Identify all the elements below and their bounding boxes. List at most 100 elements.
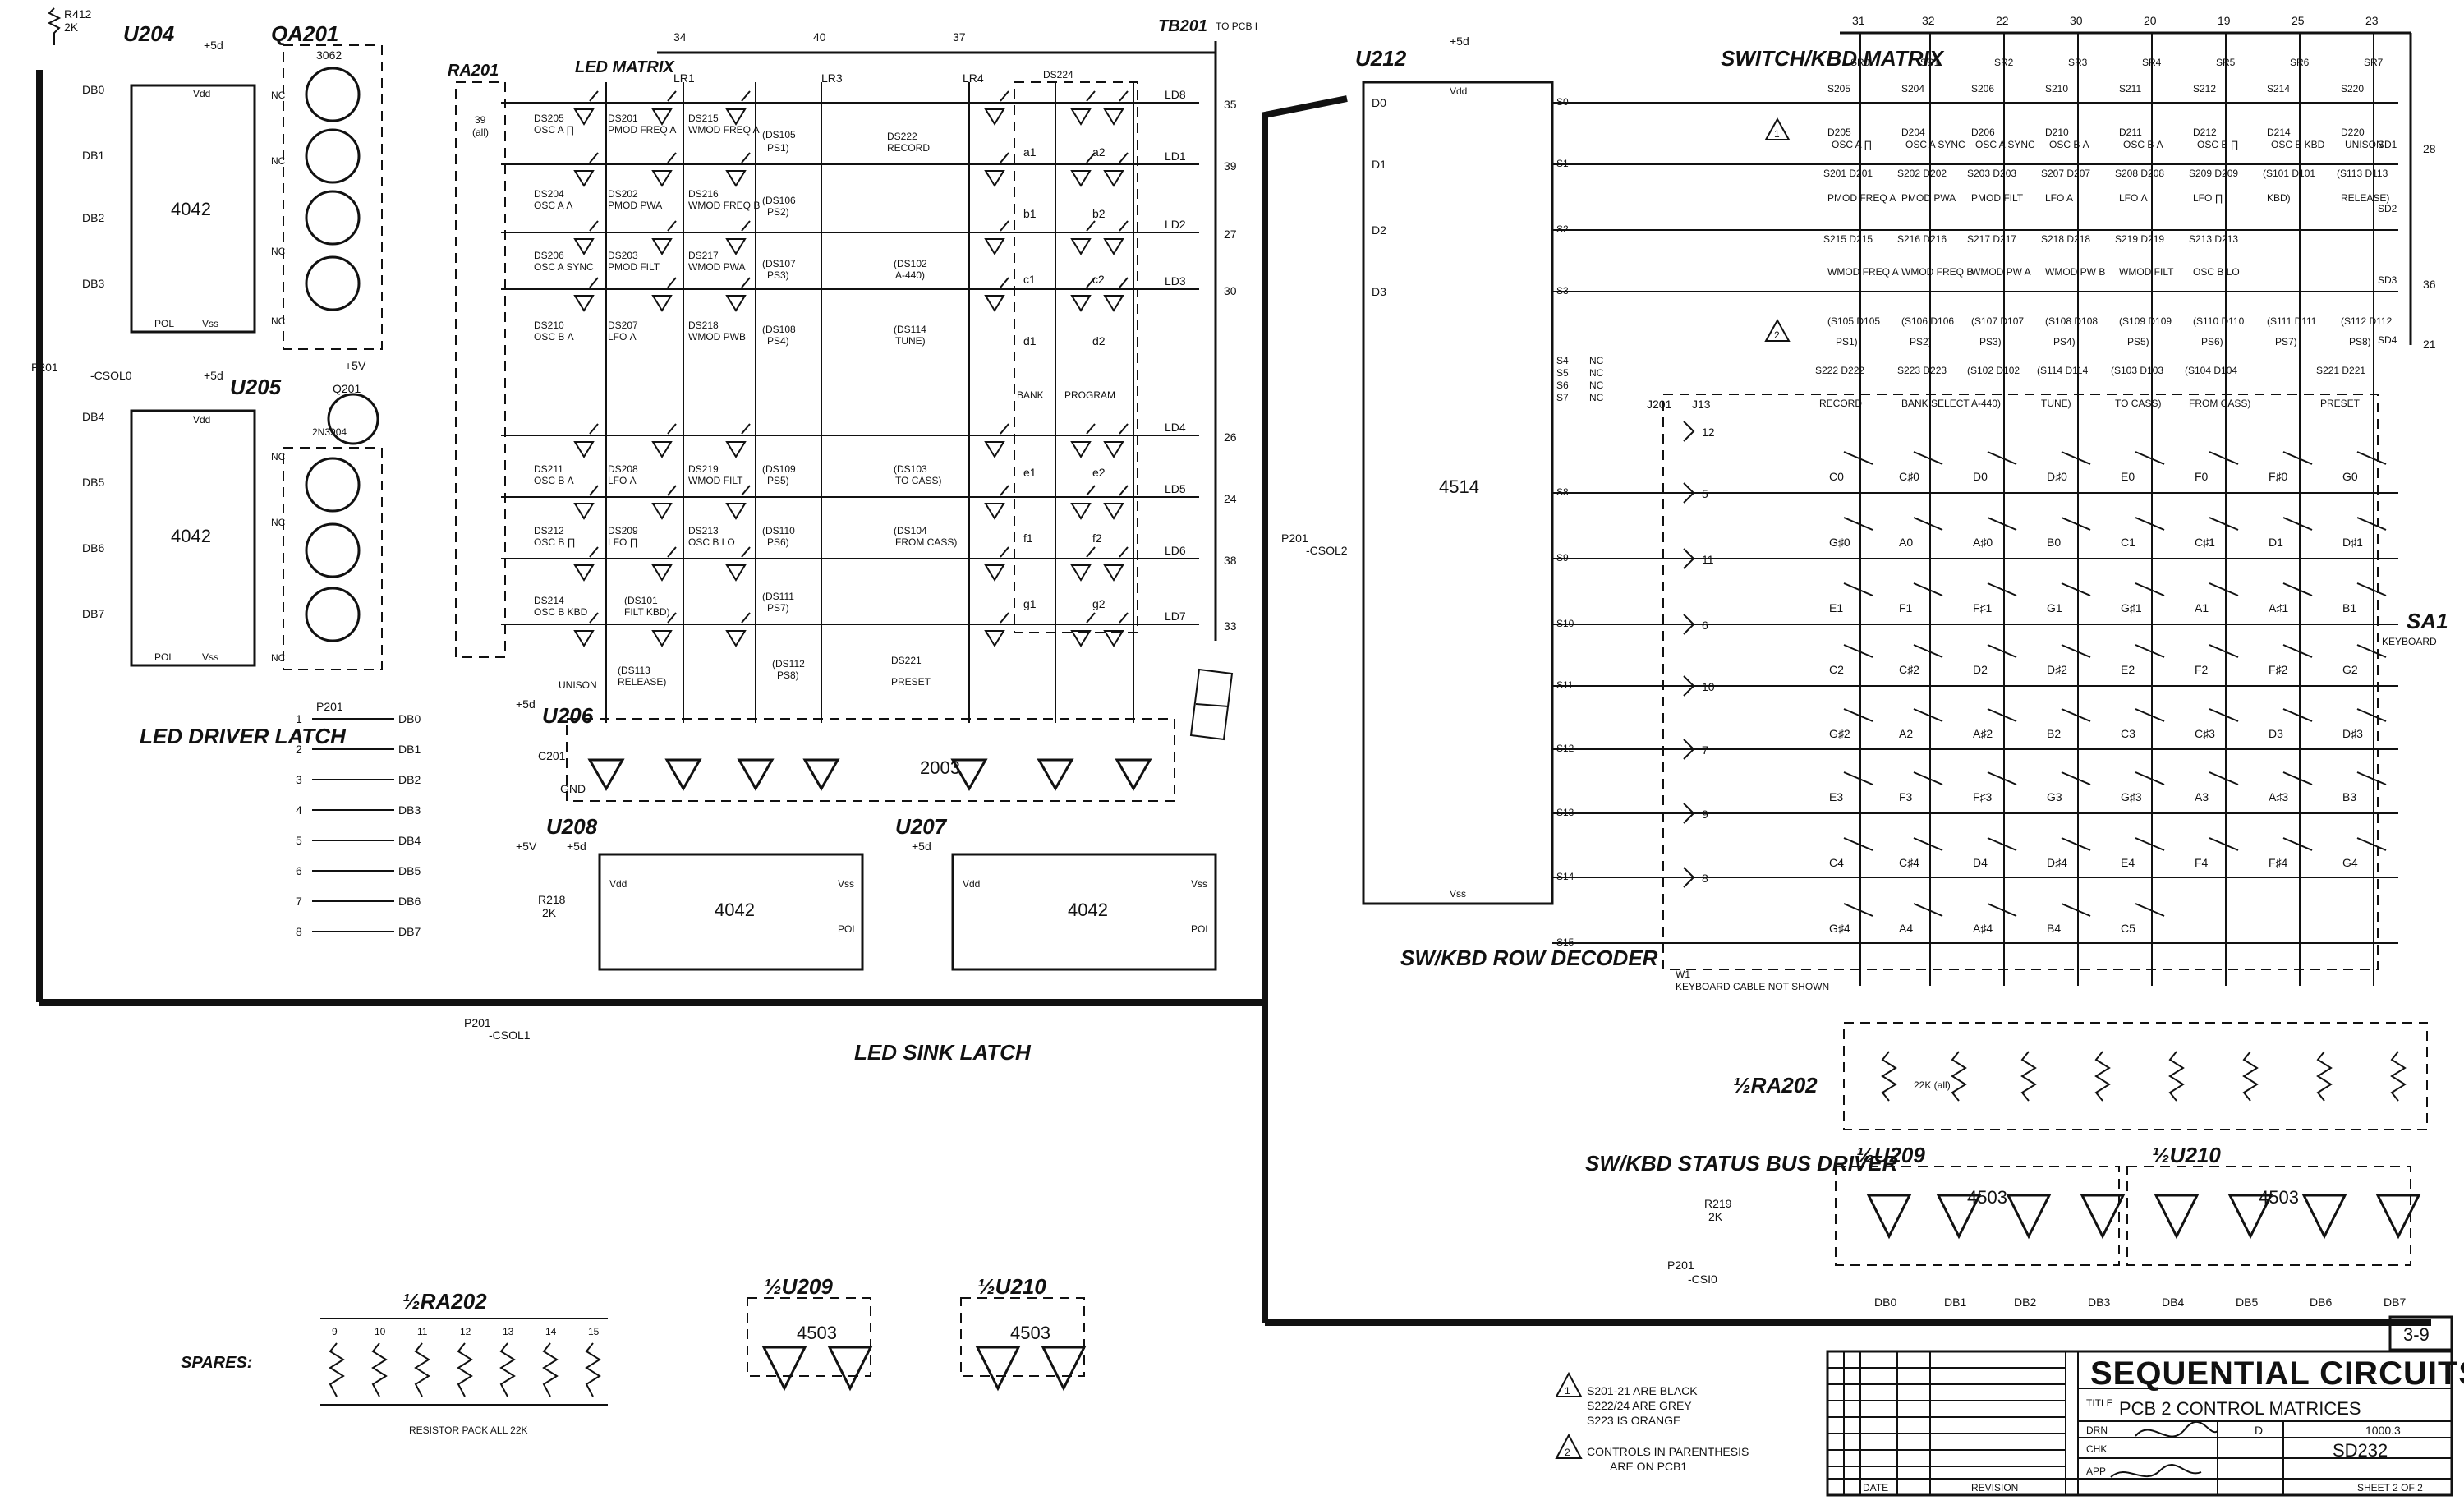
seg-a1: a1 [1023,145,1037,159]
key-switch-icon [2135,903,2165,917]
key-switch-icon [2135,708,2165,722]
led-row-6: DS212 OSC B ∏ DS209 LFO ∏ DS213 OSC B LO… [534,525,957,548]
switch-led-label: (S107 D107 [1971,315,2024,327]
key-switch-icon [2061,517,2091,531]
led-ds203: DS203 [608,250,638,261]
key-switch-label: A♯1 [2269,601,2288,614]
note-2-icon [1555,1433,1583,1459]
led-diode-icon [651,630,673,647]
title-block-frame [1826,1350,2453,1497]
p201-db-label: DB0 [398,712,421,725]
sr-pin-number: 31 [1852,14,1865,27]
key-switch-icon [1913,837,1943,851]
led-ds110-name: PS6) [767,536,789,548]
connector-chevron-icon [1683,421,1695,442]
led-ds219-name: WMOD FILT [688,475,743,486]
number-value: 1000.3 [2365,1424,2401,1437]
led-diode-icon [1070,238,1092,255]
led-emission-arrow [1000,485,1009,496]
app-signature [2110,1464,2202,1478]
ld2-label: LD2 [1165,218,1186,231]
led-row-4: DS210 OSC B Λ DS207 LFO Λ DS218 WMOD PWB… [534,320,926,347]
spares-u209-package [747,1297,871,1377]
led-ds106-name: PS2) [767,206,789,218]
led-emission-arrow [741,90,751,102]
led-ds102: (DS102 [894,258,927,269]
led-emission-arrow [1000,152,1009,163]
ld3-label: LD3 [1165,274,1186,288]
key-switch-icon [2282,771,2313,785]
led-emission-arrow [589,423,599,435]
switch-function-label: OSC A ∏ [1832,139,1872,150]
sd-pin: 21 [2423,338,2436,351]
csol2-label: -CSOL2 [1306,544,1348,557]
led-ds216-name: WMOD FREQ B [688,200,760,211]
u207-vdd: Vdd [963,878,980,890]
ra202-resistor [1951,1051,1967,1102]
key-switch-icon [2282,644,2313,658]
note-1-line-3: S223 IS ORANGE [1587,1414,1680,1427]
led-emission-arrow [1086,90,1096,102]
title-word: TITLE [2086,1397,2113,1409]
p201-db-label: DB2 [398,773,421,786]
led-emission-arrow [1119,152,1129,163]
u207-chip [951,853,1217,971]
led-diode-icon [984,108,1005,126]
led-diode-icon [1103,238,1124,255]
switch-led-label: S223 D223 [1897,365,1947,376]
key-switch-label: C4 [1829,856,1844,869]
switch-led-label: (S104 D104 [2185,365,2237,376]
u205-pol: POL [154,651,174,663]
u209-label: ½U209 [1856,1143,1925,1167]
led-emission-arrow [741,277,751,288]
switch-label: S212 [2193,83,2216,94]
note-2-triangle-icon [1764,318,1791,342]
switch-function-label: OSC B KBD [2271,139,2325,150]
key-switch-label: G♯0 [1829,536,1850,549]
s-row-label: S5 [1556,367,1569,379]
switch-function-label: OSC B ∏ [2197,139,2239,150]
revision-grid [1827,1351,2066,1495]
led-ds114: (DS114 [894,324,926,335]
u212-label: U212 [1355,46,1407,71]
nc-6: NC [271,517,286,528]
led-diode-icon [984,630,1005,647]
key-switch-label: C2 [1829,663,1844,676]
switch-function-label: WMOD FREQ B [1901,266,1973,278]
switch-led-label: (S102 D102 [1967,365,2020,376]
key-switch-label: D♯4 [2047,856,2067,869]
ld1-pin: 39 [1224,159,1237,173]
led-ds208: DS208 [608,463,638,475]
key-switch-label: E3 [1829,790,1843,803]
switch-function-label: WMOD FREQ A [1827,266,1899,278]
ld7-pin: 33 [1224,619,1237,633]
led-ds213-name: OSC B LO [688,536,735,548]
led-ds212: DS212 [534,525,564,536]
key-switch-icon [1843,451,1873,465]
switch-led-label: (S109 D109 [2119,315,2172,327]
switch-function-label: PS7) [2275,336,2297,347]
r218-label: R218 [538,893,566,906]
led-ds205: DS205 [534,113,564,124]
csol1-label: -CSOL1 [489,1029,531,1042]
led-emission-arrow [1086,220,1096,232]
status-driver-section: ½RA202 22K (all) SW/KBD STATUS BUS DRIVE… [1585,1022,2428,1309]
ld5-pin: 24 [1224,492,1237,505]
u207-vss: Vss [1191,878,1207,890]
switch-function-label: PS6) [2201,336,2223,347]
key-switch-label: C1 [2121,536,2135,549]
u205-db7: DB7 [82,607,104,620]
p201-db-label: DB4 [398,834,421,847]
led-ds110: (DS110 [762,525,795,536]
key-switch-icon [2135,517,2165,531]
key-switch-label: F♯3 [1973,790,1993,803]
p201-pin-number: 1 [296,712,302,725]
switch-function-label: KBD) [2267,192,2291,204]
led-emission-arrow [741,152,751,163]
sd-label: SD3 [2378,274,2397,286]
sr-pin-number: 32 [1922,14,1935,27]
seg-b2: b2 [1092,207,1106,220]
u212-vss: Vss [1450,888,1466,900]
key-switch-label: G1 [2047,601,2062,614]
